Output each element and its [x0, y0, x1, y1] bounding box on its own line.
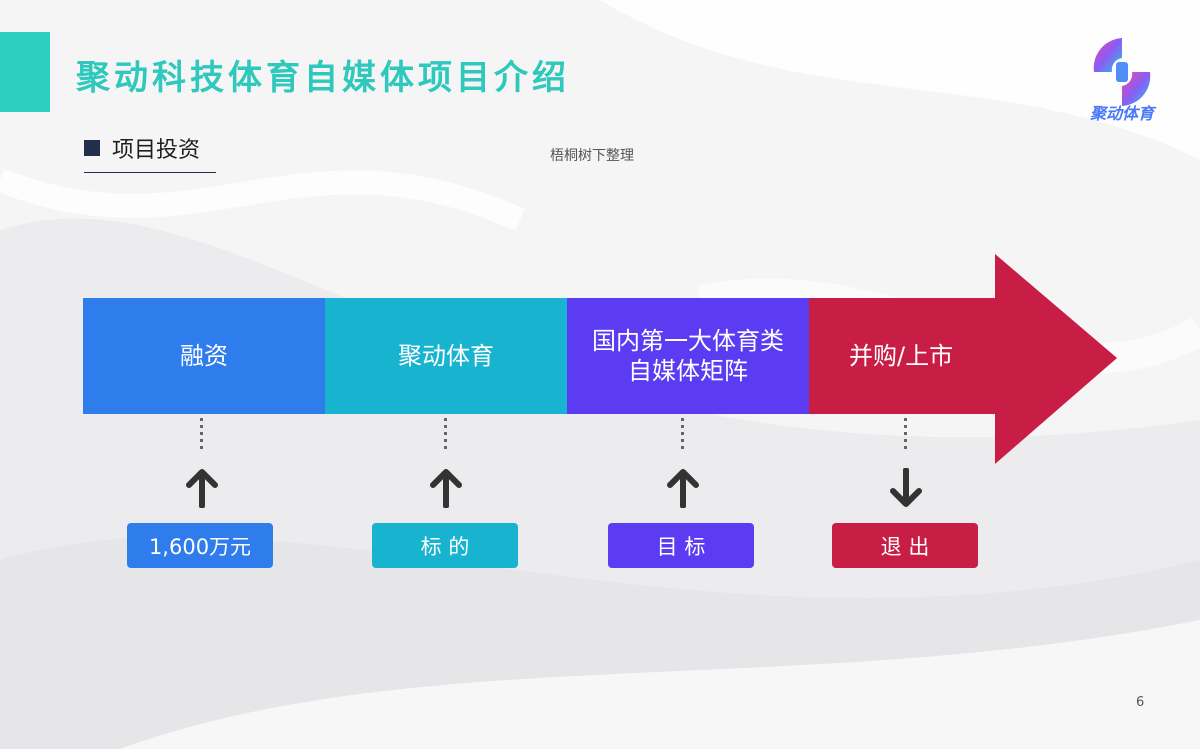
stage-exit: 并购/上市 [809, 298, 1009, 414]
section-underline [84, 172, 216, 173]
square-bullet-icon [84, 140, 100, 156]
arrow-up-icon [430, 469, 462, 508]
arrow-down-icon [890, 468, 922, 507]
tag-exit: 退 出 [832, 523, 978, 568]
section-title: 项目投资 [112, 138, 201, 163]
page-number: 6 [1136, 695, 1145, 710]
title-accent-bar [0, 32, 50, 112]
arrow-up-icon [667, 469, 699, 508]
dotted-connector [444, 418, 447, 452]
dotted-connector [904, 418, 907, 452]
arrowhead-icon [995, 254, 1117, 464]
page-title: 聚动科技体育自媒体项目介绍 [76, 58, 570, 98]
credit-text: 梧桐树下整理 [550, 148, 634, 164]
arrow-up-icon [186, 469, 218, 508]
logo-icon [1093, 38, 1151, 106]
stage-goal: 国内第一大体育类自媒体矩阵 [567, 298, 809, 414]
dotted-connector [200, 418, 203, 452]
stage-goal-label: 国内第一大体育类自媒体矩阵 [592, 327, 784, 385]
logo-text: 聚动体育 [1089, 104, 1154, 123]
tag-goal: 目 标 [608, 523, 754, 568]
dotted-connector [681, 418, 684, 452]
stage-company: 聚动体育 [325, 298, 567, 414]
section-heading: 项目投资 [84, 132, 200, 164]
tag-amount: 1,600万元 [127, 523, 273, 568]
stage-financing: 融资 [83, 298, 325, 414]
tag-target: 标 的 [372, 523, 518, 568]
